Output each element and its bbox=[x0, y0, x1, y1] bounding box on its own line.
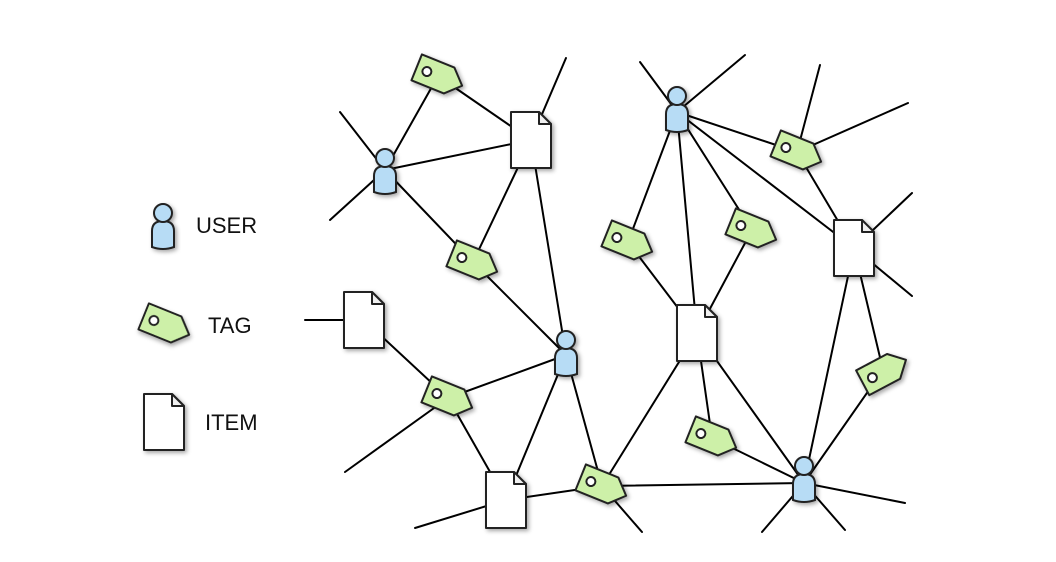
tag-icon bbox=[137, 302, 196, 349]
tag-node bbox=[420, 375, 479, 422]
edge bbox=[676, 111, 855, 249]
legend-user-row: USER bbox=[151, 203, 257, 250]
tag-node bbox=[600, 219, 659, 266]
user-node bbox=[373, 148, 397, 195]
edge bbox=[803, 482, 906, 504]
item-node bbox=[676, 304, 718, 362]
item-node bbox=[510, 111, 552, 169]
user-node bbox=[554, 330, 578, 377]
edge bbox=[601, 482, 805, 487]
edge bbox=[803, 247, 855, 484]
edges bbox=[304, 54, 913, 533]
item-node bbox=[343, 291, 385, 349]
tag-node bbox=[574, 463, 633, 510]
nodes bbox=[343, 53, 914, 529]
tag-node bbox=[684, 415, 743, 462]
user-node bbox=[792, 456, 816, 503]
legend-item-row: ITEM bbox=[143, 393, 258, 451]
legend-tag-label: TAG bbox=[208, 313, 252, 338]
item-node bbox=[833, 219, 875, 277]
legend: USER TAG ITEM bbox=[137, 203, 258, 451]
legend-user-label: USER bbox=[196, 213, 257, 238]
edge bbox=[344, 397, 449, 473]
edge bbox=[384, 139, 532, 171]
edge bbox=[447, 354, 567, 399]
tag-node bbox=[410, 53, 469, 100]
tag-node bbox=[769, 129, 828, 176]
user-node bbox=[665, 86, 689, 133]
edge bbox=[627, 111, 678, 243]
edge bbox=[565, 354, 603, 487]
tag-node bbox=[855, 346, 914, 397]
edge bbox=[472, 261, 567, 356]
legend-item-label: ITEM bbox=[205, 410, 258, 435]
user-icon bbox=[151, 203, 175, 250]
legend-tag-row: TAG bbox=[137, 302, 252, 349]
tag-node bbox=[724, 207, 783, 254]
edge bbox=[676, 111, 698, 334]
edge bbox=[530, 139, 567, 356]
edge bbox=[796, 102, 909, 153]
edge bbox=[676, 54, 746, 113]
item-icon bbox=[143, 393, 185, 451]
item-node bbox=[485, 471, 527, 529]
tag-node bbox=[445, 239, 504, 286]
